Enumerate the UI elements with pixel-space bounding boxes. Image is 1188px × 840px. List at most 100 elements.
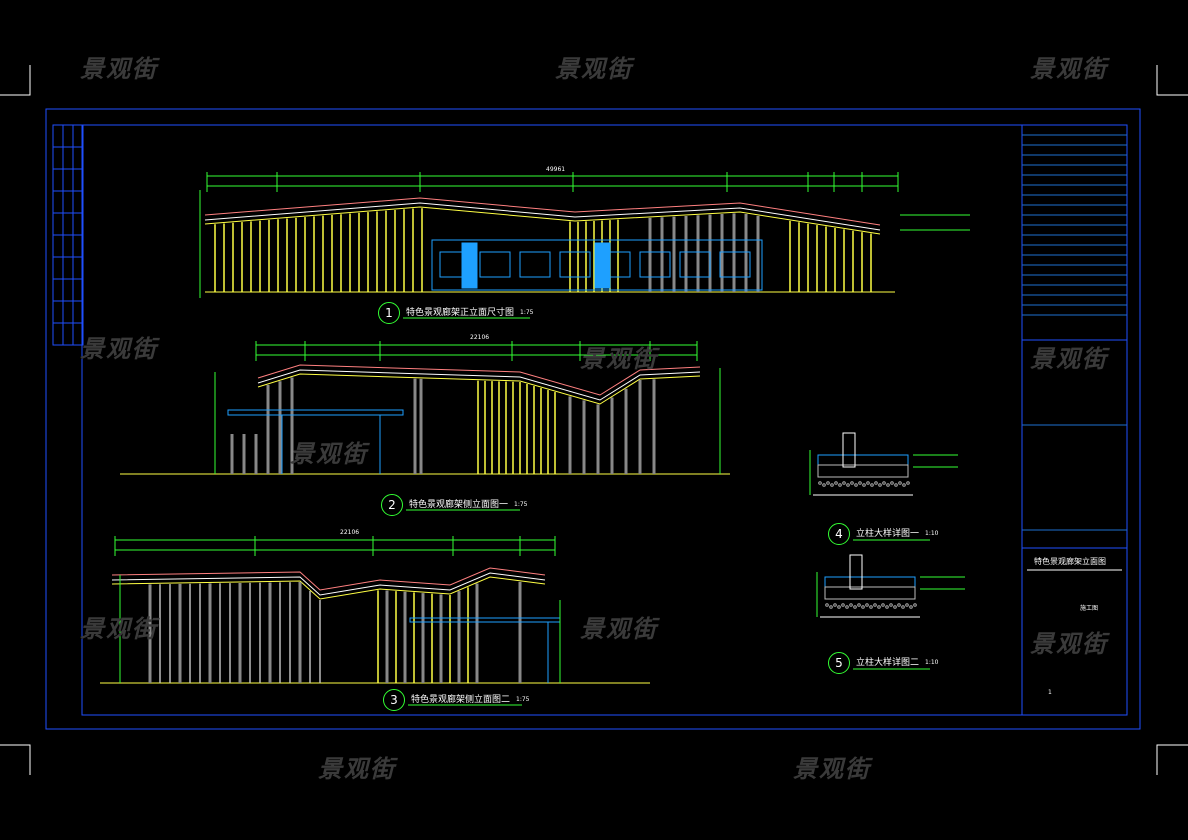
v1-window: [479, 251, 511, 278]
view-label-3: 3 特色景观廊架侧立面图二 1:75: [383, 689, 530, 711]
d4-gravel: [890, 481, 894, 485]
view-scale-4: 1:10: [925, 530, 939, 537]
watermark: 景观街: [80, 335, 158, 363]
d4-gravel: [902, 483, 906, 487]
view-title-2: 特色景观廊架侧立面图一: [409, 500, 509, 510]
d5-gravel: [913, 603, 917, 607]
title-block-page: 1: [1048, 689, 1052, 696]
v1-window: [439, 251, 471, 278]
dim-total-1: 49961: [546, 166, 566, 173]
d5-gravel: [881, 603, 885, 607]
d5-gravel: [825, 603, 829, 607]
d5-gravel: [889, 603, 893, 607]
watermark: 景观街: [1030, 630, 1108, 658]
inner-frame: [81, 124, 1128, 716]
dim-total-2: 22106: [470, 334, 490, 341]
d4-gravel: [850, 481, 854, 485]
view-label-5: 5 立柱大样详图二 1:10: [828, 652, 939, 674]
watermark: 景观街: [1030, 345, 1108, 373]
v3-roof-edge: [111, 572, 546, 596]
d4-gravel: [822, 483, 826, 487]
view-number-1: 1: [378, 302, 400, 324]
v2-beam: [227, 409, 404, 416]
d4-gravel: [898, 481, 902, 485]
d5-gravel: [877, 605, 881, 609]
d5-gravel: [845, 605, 849, 609]
d4-gravel: [854, 483, 858, 487]
d5-paving: [824, 576, 916, 588]
d4-gravel: [894, 483, 898, 487]
d5-gravel: [893, 605, 897, 609]
v1-window: [719, 251, 751, 278]
v1-window: [599, 251, 631, 278]
view-label-1: 1 特色景观廊架正立面尺寸图 1:75: [378, 302, 534, 324]
dim-total-3: 22106: [340, 529, 360, 536]
view-scale-3: 1:75: [516, 696, 530, 703]
v1-roof-edge: [204, 202, 881, 231]
v2-roof-edge: [257, 369, 701, 401]
view-title-1: 特色景观廊架正立面尺寸图: [406, 308, 515, 318]
watermark: 景观街: [318, 755, 396, 783]
d4-gravel: [826, 481, 830, 485]
d5-gravel: [833, 603, 837, 607]
d4-gravel: [906, 481, 910, 485]
view-title-5: 立柱大样详图二: [856, 658, 920, 668]
title-block-drawing-name: 特色景观廊架立面图: [1034, 557, 1106, 566]
d5-gravel: [885, 605, 889, 609]
watermark: 景观街: [290, 440, 368, 468]
watermark: 景观街: [80, 615, 158, 643]
d5-gravel: [873, 603, 877, 607]
d5-gravel: [905, 603, 909, 607]
view-title-3: 特色景观廊架侧立面图二: [411, 695, 511, 705]
v3-roof: [111, 567, 546, 591]
title-block-sheet-label: 施工图: [1080, 605, 1099, 612]
d5-gravel: [909, 605, 913, 609]
v1-window: [639, 251, 671, 278]
d4-gravel: [830, 483, 834, 487]
d4-gravel: [846, 483, 850, 487]
d5-gravel: [865, 603, 869, 607]
d4-gravel: [874, 481, 878, 485]
d5-gravel: [837, 605, 841, 609]
watermark: 景观街: [80, 55, 158, 83]
d4-gravel: [834, 481, 838, 485]
view-number-3: 3: [383, 689, 405, 711]
d5-gravel: [869, 605, 873, 609]
d4-gravel: [866, 481, 870, 485]
d5-gravel: [841, 603, 845, 607]
view-scale-1: 1:75: [520, 309, 534, 316]
view-number-4: 4: [828, 523, 850, 545]
d5-gravel: [861, 605, 865, 609]
d5-gravel: [901, 605, 905, 609]
view-number-5: 5: [828, 652, 850, 674]
d4-gravel: [842, 481, 846, 485]
watermark: 景观街: [580, 345, 658, 373]
outer-frame: [45, 108, 1141, 730]
corner-mark: [0, 744, 31, 775]
corner-mark: [0, 65, 31, 96]
v3-roof-beam: [111, 576, 546, 600]
d4-gravel: [870, 483, 874, 487]
v2-roof: [257, 364, 701, 396]
v1-glass-door: [594, 242, 611, 289]
d4-gravel: [862, 483, 866, 487]
d5-gravel: [897, 603, 901, 607]
view-number-2: 2: [381, 494, 403, 516]
view-title-4: 立柱大样详图一: [856, 529, 920, 539]
corner-mark: [1156, 744, 1188, 775]
watermark: 景观街: [580, 615, 658, 643]
d4-gravel: [858, 481, 862, 485]
d4-paving: [817, 454, 909, 466]
v1-roof: [204, 197, 881, 226]
v1-glass-wall: [431, 239, 763, 291]
view-scale-2: 1:75: [514, 501, 528, 508]
d5-bed: [824, 586, 916, 600]
v1-window: [559, 251, 591, 278]
view-label-4: 4 立柱大样详图一 1:10: [828, 523, 939, 545]
d5-gravel: [849, 603, 853, 607]
v1-window: [519, 251, 551, 278]
watermark: 景观街: [555, 55, 633, 83]
view-scale-5: 1:10: [925, 659, 939, 666]
d4-post: [842, 432, 856, 468]
